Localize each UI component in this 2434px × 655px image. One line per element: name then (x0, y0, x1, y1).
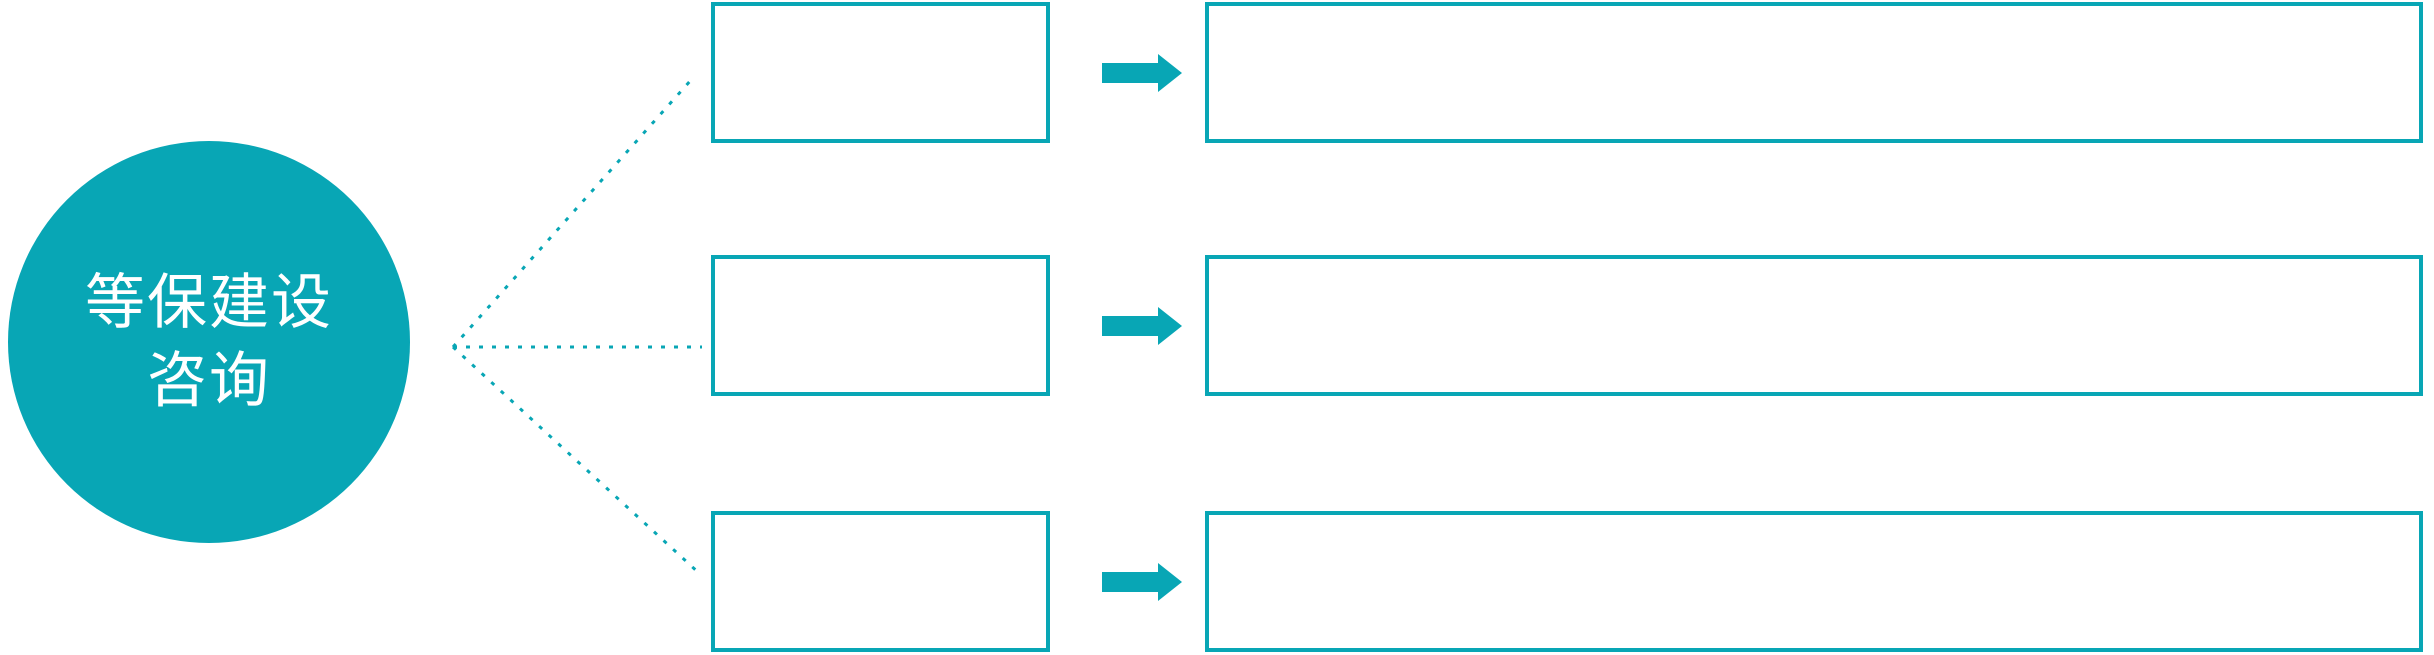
hub-label-line1: 等保建设 (85, 269, 333, 336)
connector-line-top (451, 79, 693, 348)
step-box-2 (711, 255, 1050, 396)
detail-box-2 (1205, 255, 2423, 396)
connector-line-bottom (451, 345, 702, 576)
detail-box-1 (1205, 2, 2423, 143)
detail-box-3 (1205, 511, 2423, 652)
right-arrow-icon (1102, 307, 1182, 345)
right-arrow-icon (1102, 563, 1182, 601)
step-box-3 (711, 511, 1050, 652)
right-arrow-icon (1102, 54, 1182, 92)
step-box-1 (711, 2, 1050, 143)
hub-circle: 等保建设 咨询 (8, 141, 410, 543)
hub-label-line2: 咨询 (147, 347, 271, 414)
